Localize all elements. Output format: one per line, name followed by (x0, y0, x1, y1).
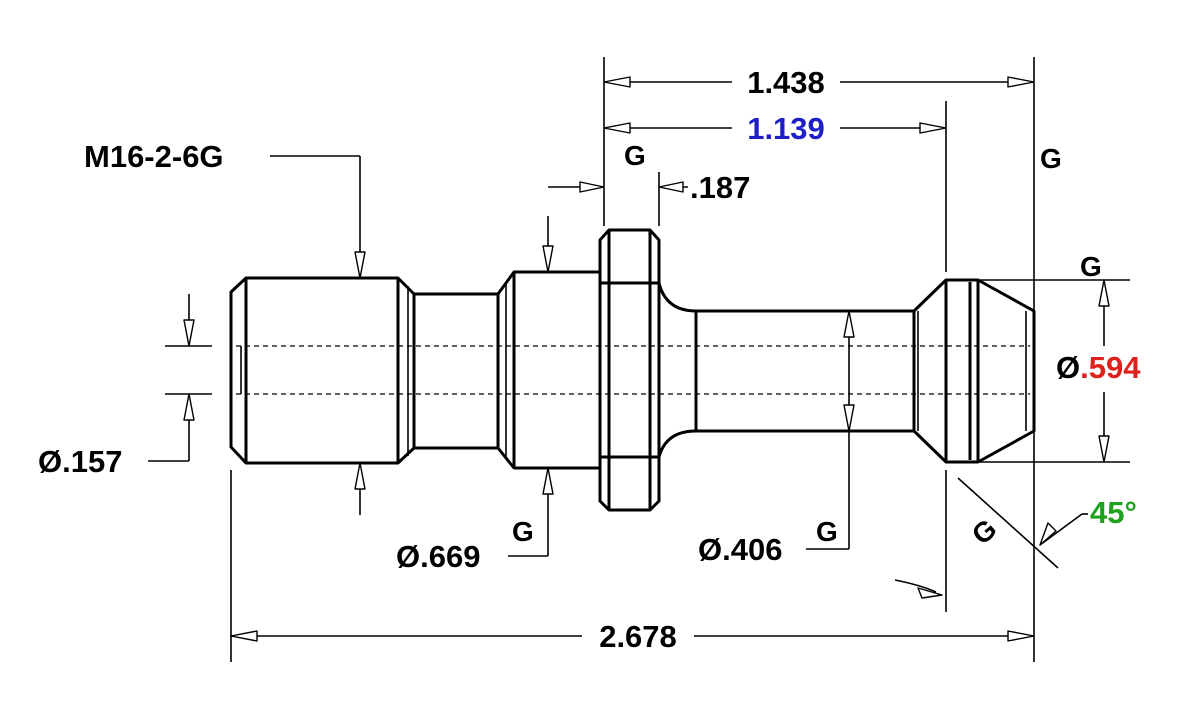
dim-overall-length: 2.678 (599, 619, 677, 654)
dimension-labels: 1.438 1.139 .187 M16-2-6G Ø.157 Ø.669 Ø.… (38, 65, 1141, 654)
dim-head-dia-prefix: Ø (1056, 350, 1080, 385)
dim-head-dia: Ø.594 (1056, 350, 1141, 385)
threaded-shank (229, 276, 416, 465)
dim-neck-dia: Ø.406 (698, 532, 782, 567)
g-marker-right-edge: G (1040, 143, 1062, 174)
g-marker-chamfer: G (966, 513, 1003, 551)
g-marker-collar: G (512, 516, 534, 547)
dim-inner-top: 1.139 (747, 111, 825, 146)
dim-angle: 45° (1090, 495, 1137, 530)
dim-collar-dia: Ø.669 (396, 539, 480, 574)
relief-groove (414, 292, 500, 450)
g-marker-head: G (1080, 251, 1102, 282)
dim-head-dia-value: .594 (1080, 350, 1141, 385)
g-marker-flange: G (624, 140, 646, 171)
flange (598, 228, 661, 512)
dim-thread: M16-2-6G (84, 139, 224, 174)
g-marker-neck: G (816, 516, 838, 547)
dim-collar-width: .187 (690, 170, 750, 205)
g-markers: G G G G G G (512, 140, 1102, 551)
retention-knob (912, 278, 1036, 464)
part-outline (229, 228, 1036, 512)
dim-bore-dia: Ø.157 (38, 444, 122, 479)
arrowheads (183, 76, 1110, 642)
dim-overall-top: 1.438 (747, 65, 825, 100)
